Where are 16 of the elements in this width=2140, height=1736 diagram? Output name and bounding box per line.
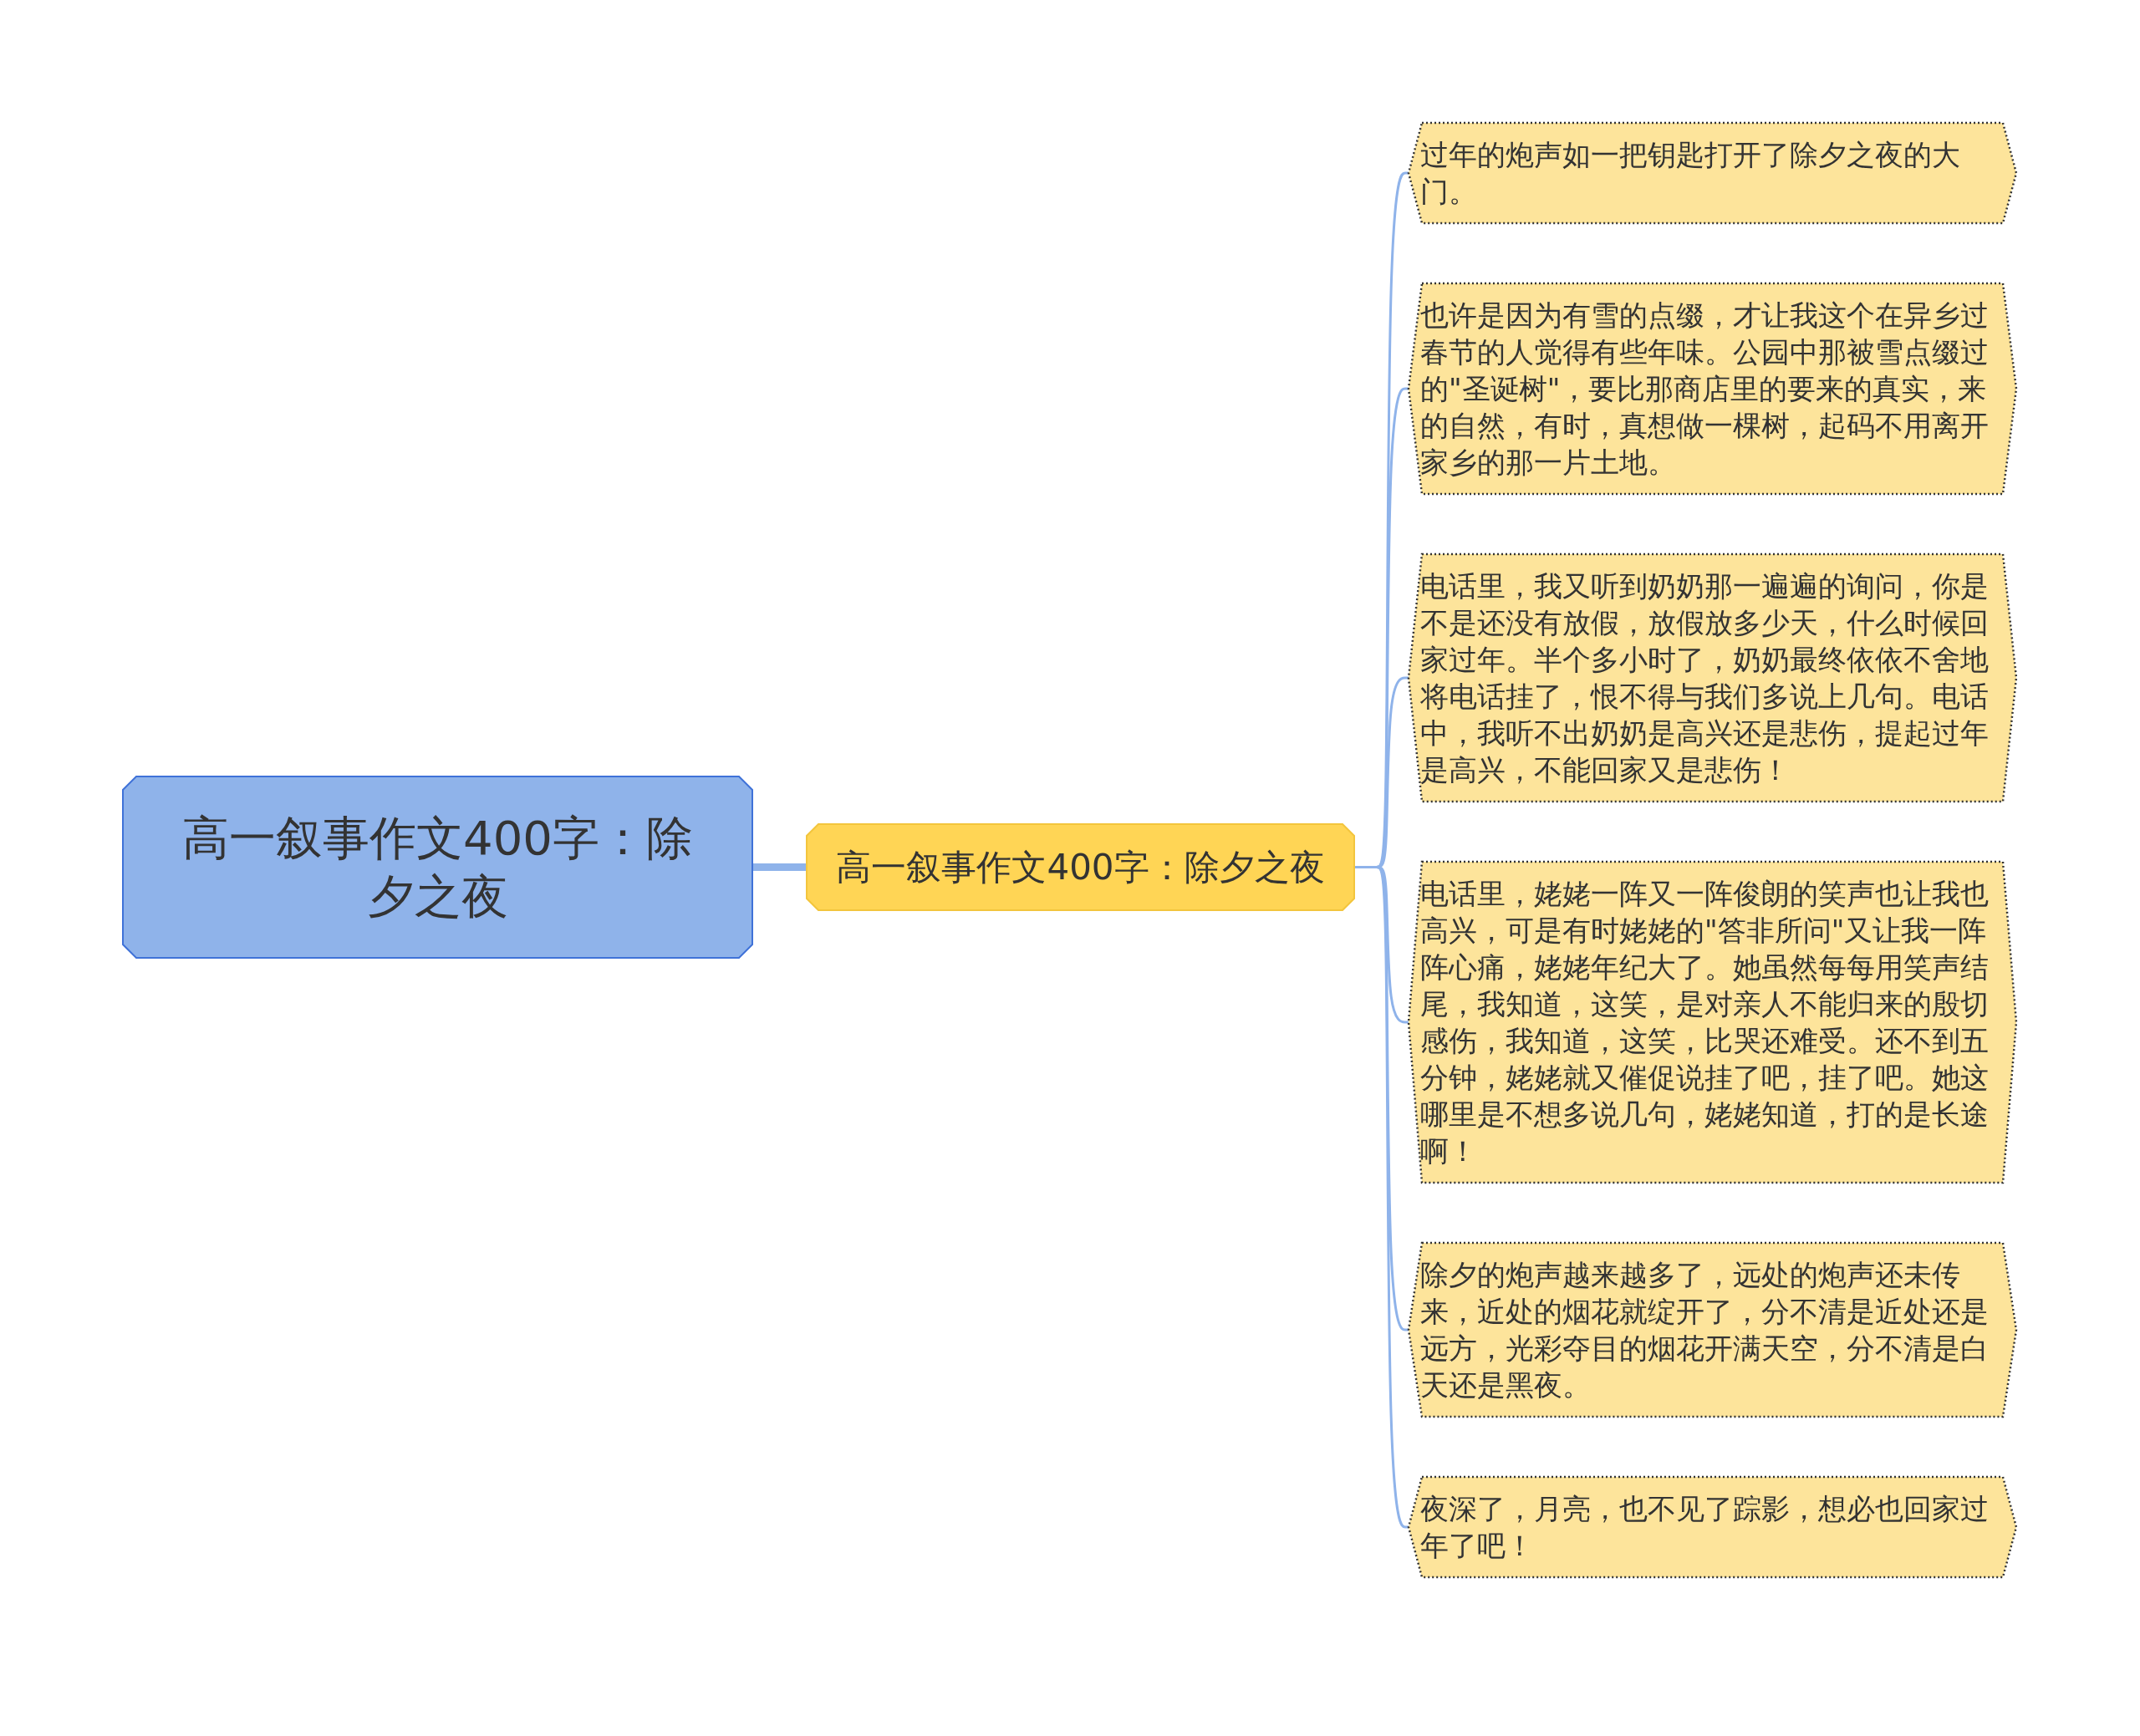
subtopic-text: 高一叙事作文400字：除夕之夜	[836, 845, 1325, 889]
subtopic-box	[807, 824, 1354, 910]
note-box	[1409, 554, 2016, 802]
topic-text: 高一叙事作文400字：除夕之夜	[181, 809, 694, 925]
note-text: 电话里，我又听到奶奶那一遍遍的询问，你是不是还没有放假，放假放多少天，什么时候回家过年。半个多小时了，奶奶最终依依不舍地将电话挂了，恨不得与我们多说上几句。电话中，我听不出奶奶是高兴还是悲伤，提起过年是高兴，不能回家又是悲伤！	[1420, 568, 1990, 788]
note-text: 夜深了，月亮，也不见了踪影，想必也回家过年了吧！	[1420, 1491, 1990, 1564]
note-box	[1409, 283, 2016, 494]
note-box	[1409, 123, 2016, 223]
note-text: 除夕的炮声越来越多了，远处的炮声还未传来，近处的烟花就绽开了，分不清是近处还是远方，光彩夺目的烟花开满天空，分不清是白天还是黑夜。	[1420, 1257, 1990, 1403]
note-box	[1409, 1477, 2016, 1577]
note-box	[1409, 1243, 2016, 1417]
note-text: 过年的炮声如一把钥匙打开了除夕之夜的大门。	[1420, 137, 1961, 210]
topic-box	[123, 776, 752, 958]
note-text: 也许是因为有雪的点缀，才让我这个在异乡过春节的人觉得有些年味。公园中那被雪点缀过的"圣诞树"，要比那商店里的要来的真实，来的自然，有时，真想做一棵树，起码不用离开家乡的那一片土地。	[1420, 298, 1990, 481]
note-text: 电话里，姥姥一阵又一阵俊朗的笑声也让我也高兴，可是有时姥姥的"答非所问"又让我一阵阵心痛，姥姥年纪大了。她虽然每每用笑声结尾，我知道，这笑，是对亲人不能归来的殷切感伤，我知道，这笑，比哭还难受。还不到五分钟，姥姥就又催促说挂了吧，挂了吧。她这哪里是不想多说几句，姥姥知道，打的是长途啊！	[1420, 876, 1990, 1169]
connector-line	[752, 863, 807, 871]
